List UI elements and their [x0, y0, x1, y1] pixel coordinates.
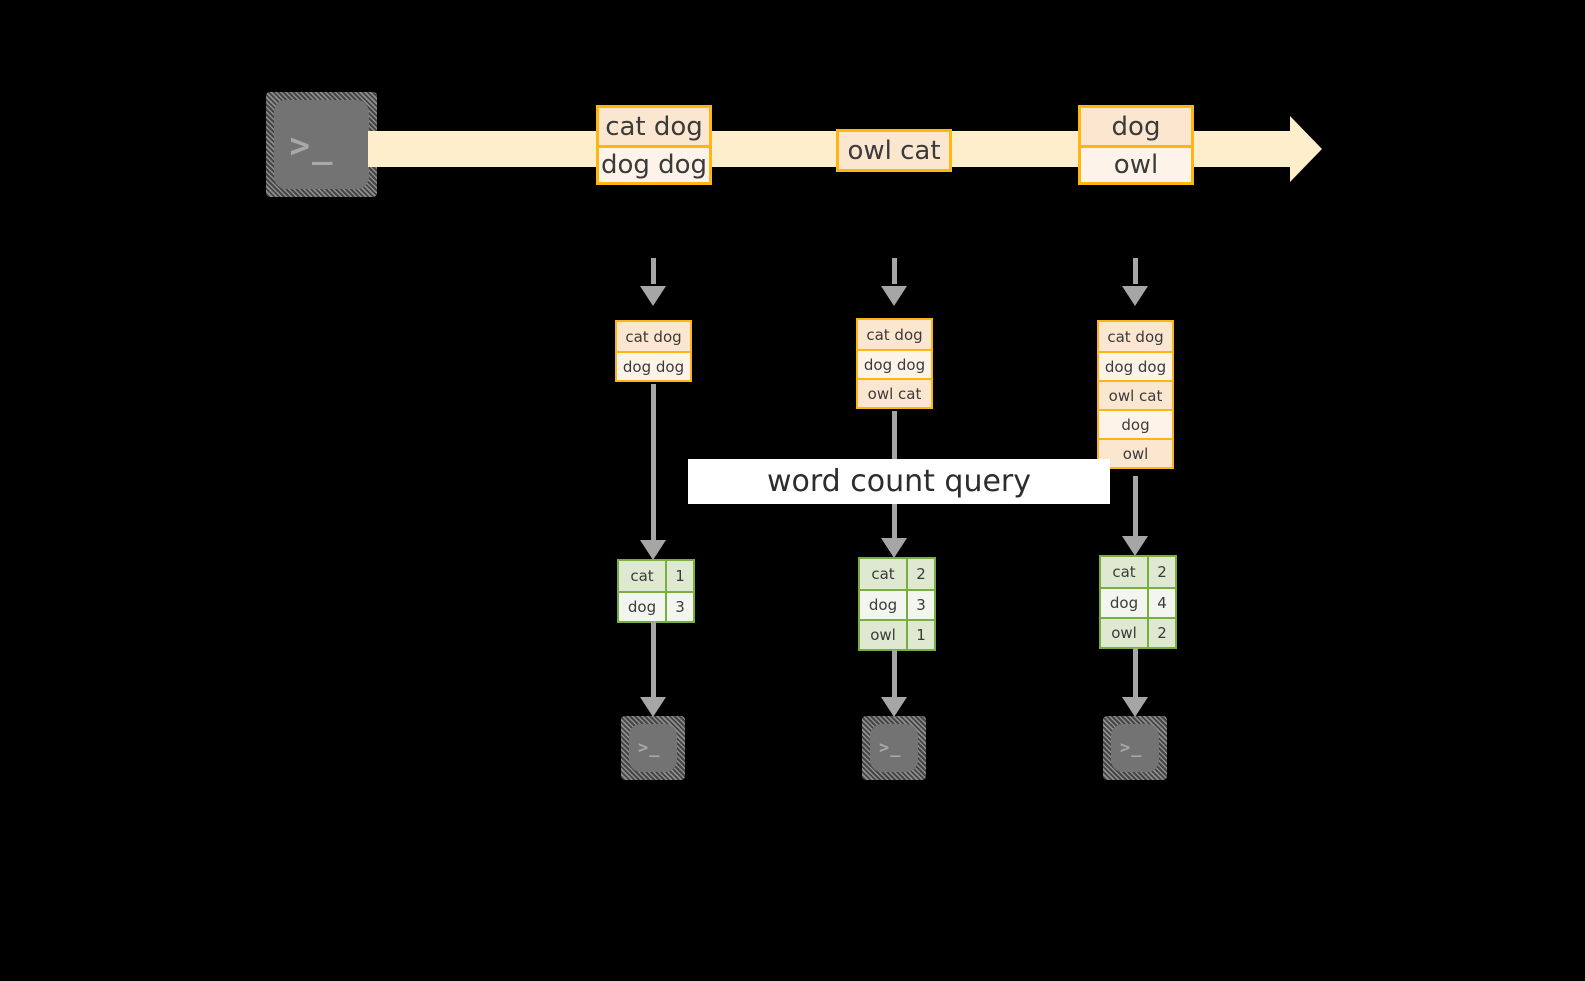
- accumulated-input-line: owl: [1099, 438, 1172, 467]
- batch-3-trigger-line: [1133, 258, 1138, 284]
- terminal-face: [870, 724, 918, 772]
- batch-2-trigger-line: [892, 258, 897, 284]
- stream-message-line: dog dog: [599, 145, 709, 182]
- table-row: owl 1: [860, 619, 934, 649]
- stream-message-line: owl cat: [839, 132, 949, 169]
- batch-2-sink-terminal-icon: >_: [862, 716, 926, 780]
- batch-1-query-line: [651, 384, 656, 548]
- batch-1-sink-arrowhead: [640, 697, 666, 717]
- table-row: cat 2: [860, 559, 934, 589]
- result-word: dog: [860, 591, 906, 619]
- batch-2-query-arrowhead: [881, 538, 907, 558]
- stream-arrow-head: [1290, 116, 1322, 182]
- result-word: cat: [619, 561, 665, 591]
- result-count: 2: [1147, 619, 1175, 647]
- result-count: 1: [665, 561, 693, 591]
- result-count: 4: [1147, 589, 1175, 617]
- batch-3-accumulated-input: cat dog dog dog owl cat dog owl: [1097, 320, 1174, 469]
- batch-2-sink-arrowhead: [881, 697, 907, 717]
- accumulated-input-line: dog dog: [1099, 351, 1172, 380]
- result-word: owl: [860, 621, 906, 649]
- stream-message-line: cat dog: [599, 108, 709, 145]
- result-word: dog: [619, 593, 665, 621]
- result-count: 2: [1147, 557, 1175, 587]
- table-row: cat 2: [1101, 557, 1175, 587]
- batch-1-trigger-arrowhead: [640, 286, 666, 306]
- batch-1-sink-terminal-icon: >_: [621, 716, 685, 780]
- batch-1-trigger-line: [651, 258, 656, 284]
- stream-message-3: dog owl: [1078, 105, 1194, 185]
- batch-3-query-arrowhead: [1122, 536, 1148, 556]
- batch-2-trigger-arrowhead: [881, 286, 907, 306]
- terminal-prompt-glyph: >_: [289, 125, 335, 166]
- terminal-prompt-glyph: >_: [878, 738, 902, 758]
- stream-message-line: owl: [1081, 145, 1191, 182]
- batch-3-query-line: [1133, 476, 1138, 546]
- accumulated-input-line: owl cat: [1099, 380, 1172, 409]
- table-row: dog 3: [619, 591, 693, 621]
- batch-3-sink-terminal-icon: >_: [1103, 716, 1167, 780]
- stream-message-line: dog: [1081, 108, 1191, 145]
- result-word: cat: [860, 559, 906, 589]
- accumulated-input-line: cat dog: [1099, 322, 1172, 351]
- accumulated-input-line: dog: [1099, 409, 1172, 438]
- accumulated-input-line: dog dog: [617, 351, 690, 380]
- terminal-face: [274, 100, 369, 189]
- accumulated-input-line: cat dog: [617, 322, 690, 351]
- batch-1-result-table: cat 1 dog 3: [617, 559, 695, 623]
- terminal-face: [1111, 724, 1159, 772]
- result-word: owl: [1101, 619, 1147, 647]
- batch-2-sink-line: [892, 650, 897, 699]
- accumulated-input-line: owl cat: [858, 378, 931, 407]
- result-count: 3: [665, 593, 693, 621]
- stream-message-1: cat dog dog dog: [596, 105, 712, 185]
- source-terminal-icon: >_: [266, 92, 377, 197]
- result-count: 3: [906, 591, 934, 619]
- table-row: dog 3: [860, 589, 934, 619]
- batch-1-sink-line: [651, 621, 656, 699]
- batch-3-result-table: cat 2 dog 4 owl 2: [1099, 555, 1177, 649]
- terminal-prompt-glyph: >_: [1119, 738, 1143, 758]
- batch-1-accumulated-input: cat dog dog dog: [615, 320, 692, 382]
- batch-2-accumulated-input: cat dog dog dog owl cat: [856, 318, 933, 409]
- terminal-prompt-glyph: >_: [637, 738, 661, 758]
- batch-3-trigger-arrowhead: [1122, 286, 1148, 306]
- result-word: dog: [1101, 589, 1147, 617]
- accumulated-input-line: dog dog: [858, 349, 931, 378]
- result-count: 1: [906, 621, 934, 649]
- batch-3-sink-arrowhead: [1122, 697, 1148, 717]
- table-row: dog 4: [1101, 587, 1175, 617]
- accumulated-input-line: cat dog: [858, 320, 931, 349]
- query-label: word count query: [688, 459, 1110, 504]
- batch-2-result-table: cat 2 dog 3 owl 1: [858, 557, 936, 651]
- result-word: cat: [1101, 557, 1147, 587]
- batch-1-query-arrowhead: [640, 540, 666, 560]
- batch-3-sink-line: [1133, 648, 1138, 699]
- table-row: cat 1: [619, 561, 693, 591]
- terminal-face: [629, 724, 677, 772]
- result-count: 2: [906, 559, 934, 589]
- table-row: owl 2: [1101, 617, 1175, 647]
- stream-message-2: owl cat: [836, 129, 952, 172]
